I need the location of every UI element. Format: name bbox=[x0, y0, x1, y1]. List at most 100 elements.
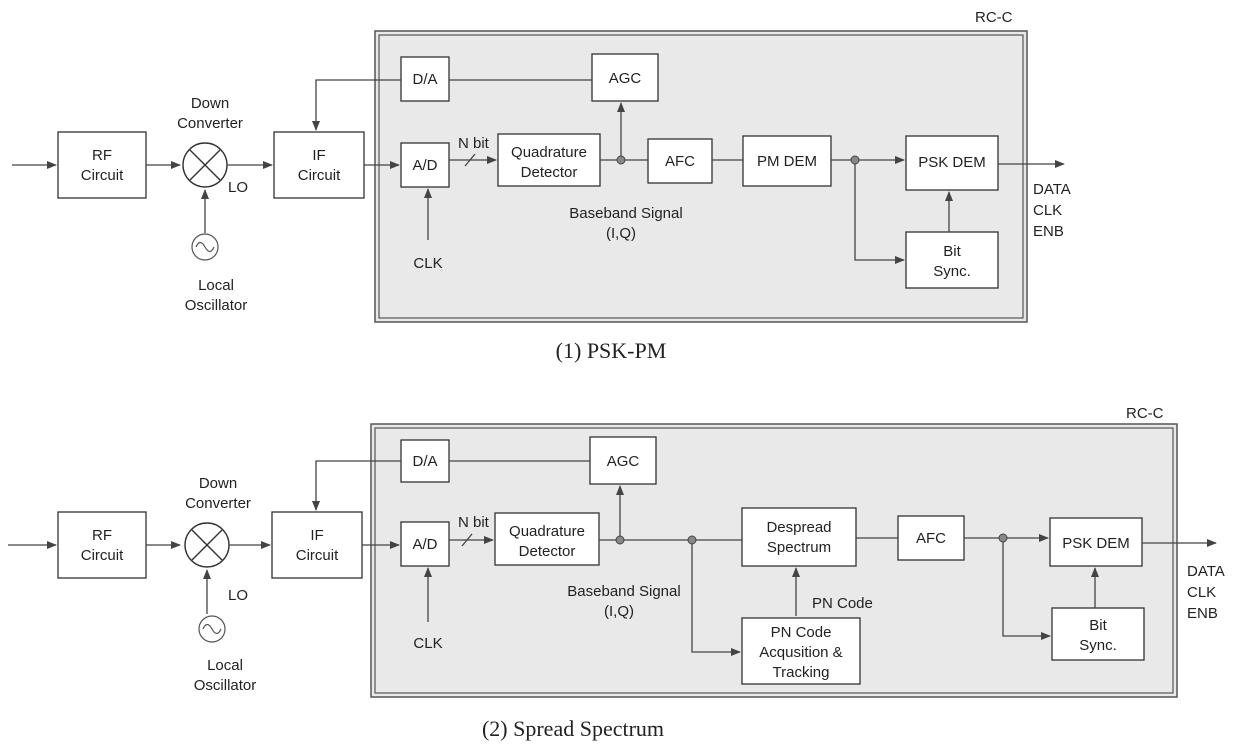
output-enb-label-2: ENB bbox=[1187, 605, 1218, 622]
n-bit-label-2: N bit bbox=[458, 514, 490, 531]
baseband-node-2b bbox=[687, 535, 697, 545]
bit-sync-label-2: Bit bbox=[1089, 617, 1107, 634]
afc-label-2: AFC bbox=[916, 530, 946, 547]
rc-c-label-1: RC-C bbox=[975, 9, 1013, 26]
da-label-1: D/A bbox=[412, 71, 437, 88]
afc-label-1: AFC bbox=[665, 153, 695, 170]
ad-label-2: A/D bbox=[412, 536, 437, 553]
pn-acq-label-2c: Tracking bbox=[773, 664, 830, 681]
bit-sync-box-2 bbox=[1051, 607, 1145, 661]
lo-label-2: LO bbox=[228, 587, 248, 604]
bit-sync-label-1b: Sync. bbox=[933, 263, 971, 280]
pm-dem-label-1: PM DEM bbox=[757, 153, 817, 170]
agc-box-1 bbox=[591, 53, 659, 102]
psk-dem-box-2 bbox=[1049, 517, 1143, 567]
node-to-bitsync-arrow-2 bbox=[1002, 542, 1051, 640]
rf-circuit-label-2b: Circuit bbox=[81, 547, 124, 564]
down-converter-label-2b: Converter bbox=[185, 495, 251, 512]
rf-circuit-box-1 bbox=[57, 131, 147, 199]
mixer-icon-2 bbox=[184, 522, 230, 568]
node-to-bitsync-arrow-1 bbox=[854, 164, 905, 264]
mixer-icon-1 bbox=[182, 142, 228, 188]
quad-label-2b: Detector bbox=[519, 543, 576, 560]
n-bit-slash-1 bbox=[464, 153, 476, 167]
if-circuit-label-1: IF bbox=[312, 147, 325, 164]
rf-circuit-label-1b: Circuit bbox=[81, 167, 124, 184]
da-box-2 bbox=[400, 439, 450, 483]
output-data-label-1: DATA bbox=[1033, 181, 1071, 198]
agc-box-2 bbox=[589, 436, 657, 485]
quad-label-2: Quadrature bbox=[509, 523, 585, 540]
baseband-label-1: Baseband Signal bbox=[569, 205, 682, 222]
oscillator-icon-2 bbox=[198, 615, 226, 643]
baseband-label-2: Baseband Signal bbox=[567, 583, 680, 600]
rf-circuit-box-2 bbox=[57, 511, 147, 579]
local-osc-label-2b: Oscillator bbox=[194, 677, 257, 694]
output-data-label-2: DATA bbox=[1187, 563, 1225, 580]
baseband-node-1 bbox=[616, 155, 626, 165]
psk-dem-label-1: PSK DEM bbox=[918, 154, 986, 171]
caption-1: (1) PSK-PM bbox=[556, 338, 667, 363]
quad-detector-box-2 bbox=[494, 512, 600, 566]
demod-node-1 bbox=[850, 155, 860, 165]
pn-acq-label-2b: Acqusition & bbox=[759, 644, 842, 661]
node-to-pnacq-arrow-2 bbox=[691, 544, 741, 656]
if-circuit-label-1b: Circuit bbox=[298, 167, 341, 184]
quad-detector-box-1 bbox=[497, 133, 601, 187]
psk-dem-box-1 bbox=[905, 135, 999, 191]
ad-box-1 bbox=[400, 142, 450, 188]
bit-sync-label-1: Bit bbox=[943, 243, 961, 260]
demod-node-2 bbox=[998, 533, 1008, 543]
agc-label-2: AGC bbox=[607, 453, 640, 470]
if-circuit-box-2 bbox=[271, 511, 363, 579]
if-circuit-label-2: IF bbox=[310, 527, 323, 544]
da-to-if-arrow-2 bbox=[312, 460, 401, 511]
despread-label-2b: Spectrum bbox=[767, 539, 831, 556]
da-to-if-arrow-1 bbox=[312, 79, 401, 131]
da-label-2: D/A bbox=[412, 453, 437, 470]
diagram-psk-pm: RC-C RF Circuit Down Converter LO Local … bbox=[12, 9, 1071, 363]
lo-label-1: LO bbox=[228, 179, 248, 196]
ad-box-2 bbox=[400, 521, 450, 567]
oscillator-icon-1 bbox=[191, 233, 219, 261]
if-circuit-box-1 bbox=[273, 131, 365, 199]
caption-2: (2) Spread Spectrum bbox=[482, 716, 664, 741]
down-converter-label-1b: Converter bbox=[177, 115, 243, 132]
output-clk-label-2: CLK bbox=[1187, 584, 1216, 601]
rf-circuit-label-2: RF bbox=[92, 527, 112, 544]
baseband-label-2b: (I,Q) bbox=[604, 603, 634, 620]
down-converter-label-1: Down bbox=[191, 95, 229, 112]
rc-c-panel-1-inner bbox=[378, 34, 1024, 319]
agc-label-1: AGC bbox=[609, 70, 642, 87]
local-osc-label-1b: Oscillator bbox=[185, 297, 248, 314]
rc-c-panel-2-inner bbox=[374, 427, 1174, 694]
ad-label-1: A/D bbox=[412, 157, 437, 174]
output-enb-label-1: ENB bbox=[1033, 223, 1064, 240]
diagram-spread-spectrum: RC-C RF Circuit Down Converter LO Local … bbox=[8, 405, 1225, 741]
output-clk-label-1: CLK bbox=[1033, 202, 1062, 219]
n-bit-slash-2 bbox=[461, 533, 473, 547]
baseband-node-2a bbox=[615, 535, 625, 545]
baseband-label-1b: (I,Q) bbox=[606, 225, 636, 242]
clk-label-1: CLK bbox=[413, 255, 442, 272]
rc-c-label-2: RC-C bbox=[1126, 405, 1164, 422]
n-bit-label-1: N bit bbox=[458, 135, 490, 152]
rf-circuit-label-1: RF bbox=[92, 147, 112, 164]
quad-label-1b: Detector bbox=[521, 164, 578, 181]
despread-box-2 bbox=[741, 507, 857, 567]
local-osc-label-2: Local bbox=[207, 657, 243, 674]
psk-dem-label-2: PSK DEM bbox=[1062, 535, 1130, 552]
pn-acq-box-2 bbox=[741, 617, 861, 685]
pm-dem-box-1 bbox=[742, 135, 832, 187]
pn-code-label-2: PN Code bbox=[812, 595, 873, 612]
da-box-1 bbox=[400, 56, 450, 102]
local-osc-label-1: Local bbox=[198, 277, 234, 294]
bit-sync-box-1 bbox=[905, 231, 999, 289]
quad-label-1: Quadrature bbox=[511, 144, 587, 161]
afc-box-1 bbox=[647, 138, 713, 184]
down-converter-label-2: Down bbox=[199, 475, 237, 492]
bit-sync-label-2b: Sync. bbox=[1079, 637, 1117, 654]
despread-label-2: Despread bbox=[766, 519, 831, 536]
clk-label-2: CLK bbox=[413, 635, 442, 652]
